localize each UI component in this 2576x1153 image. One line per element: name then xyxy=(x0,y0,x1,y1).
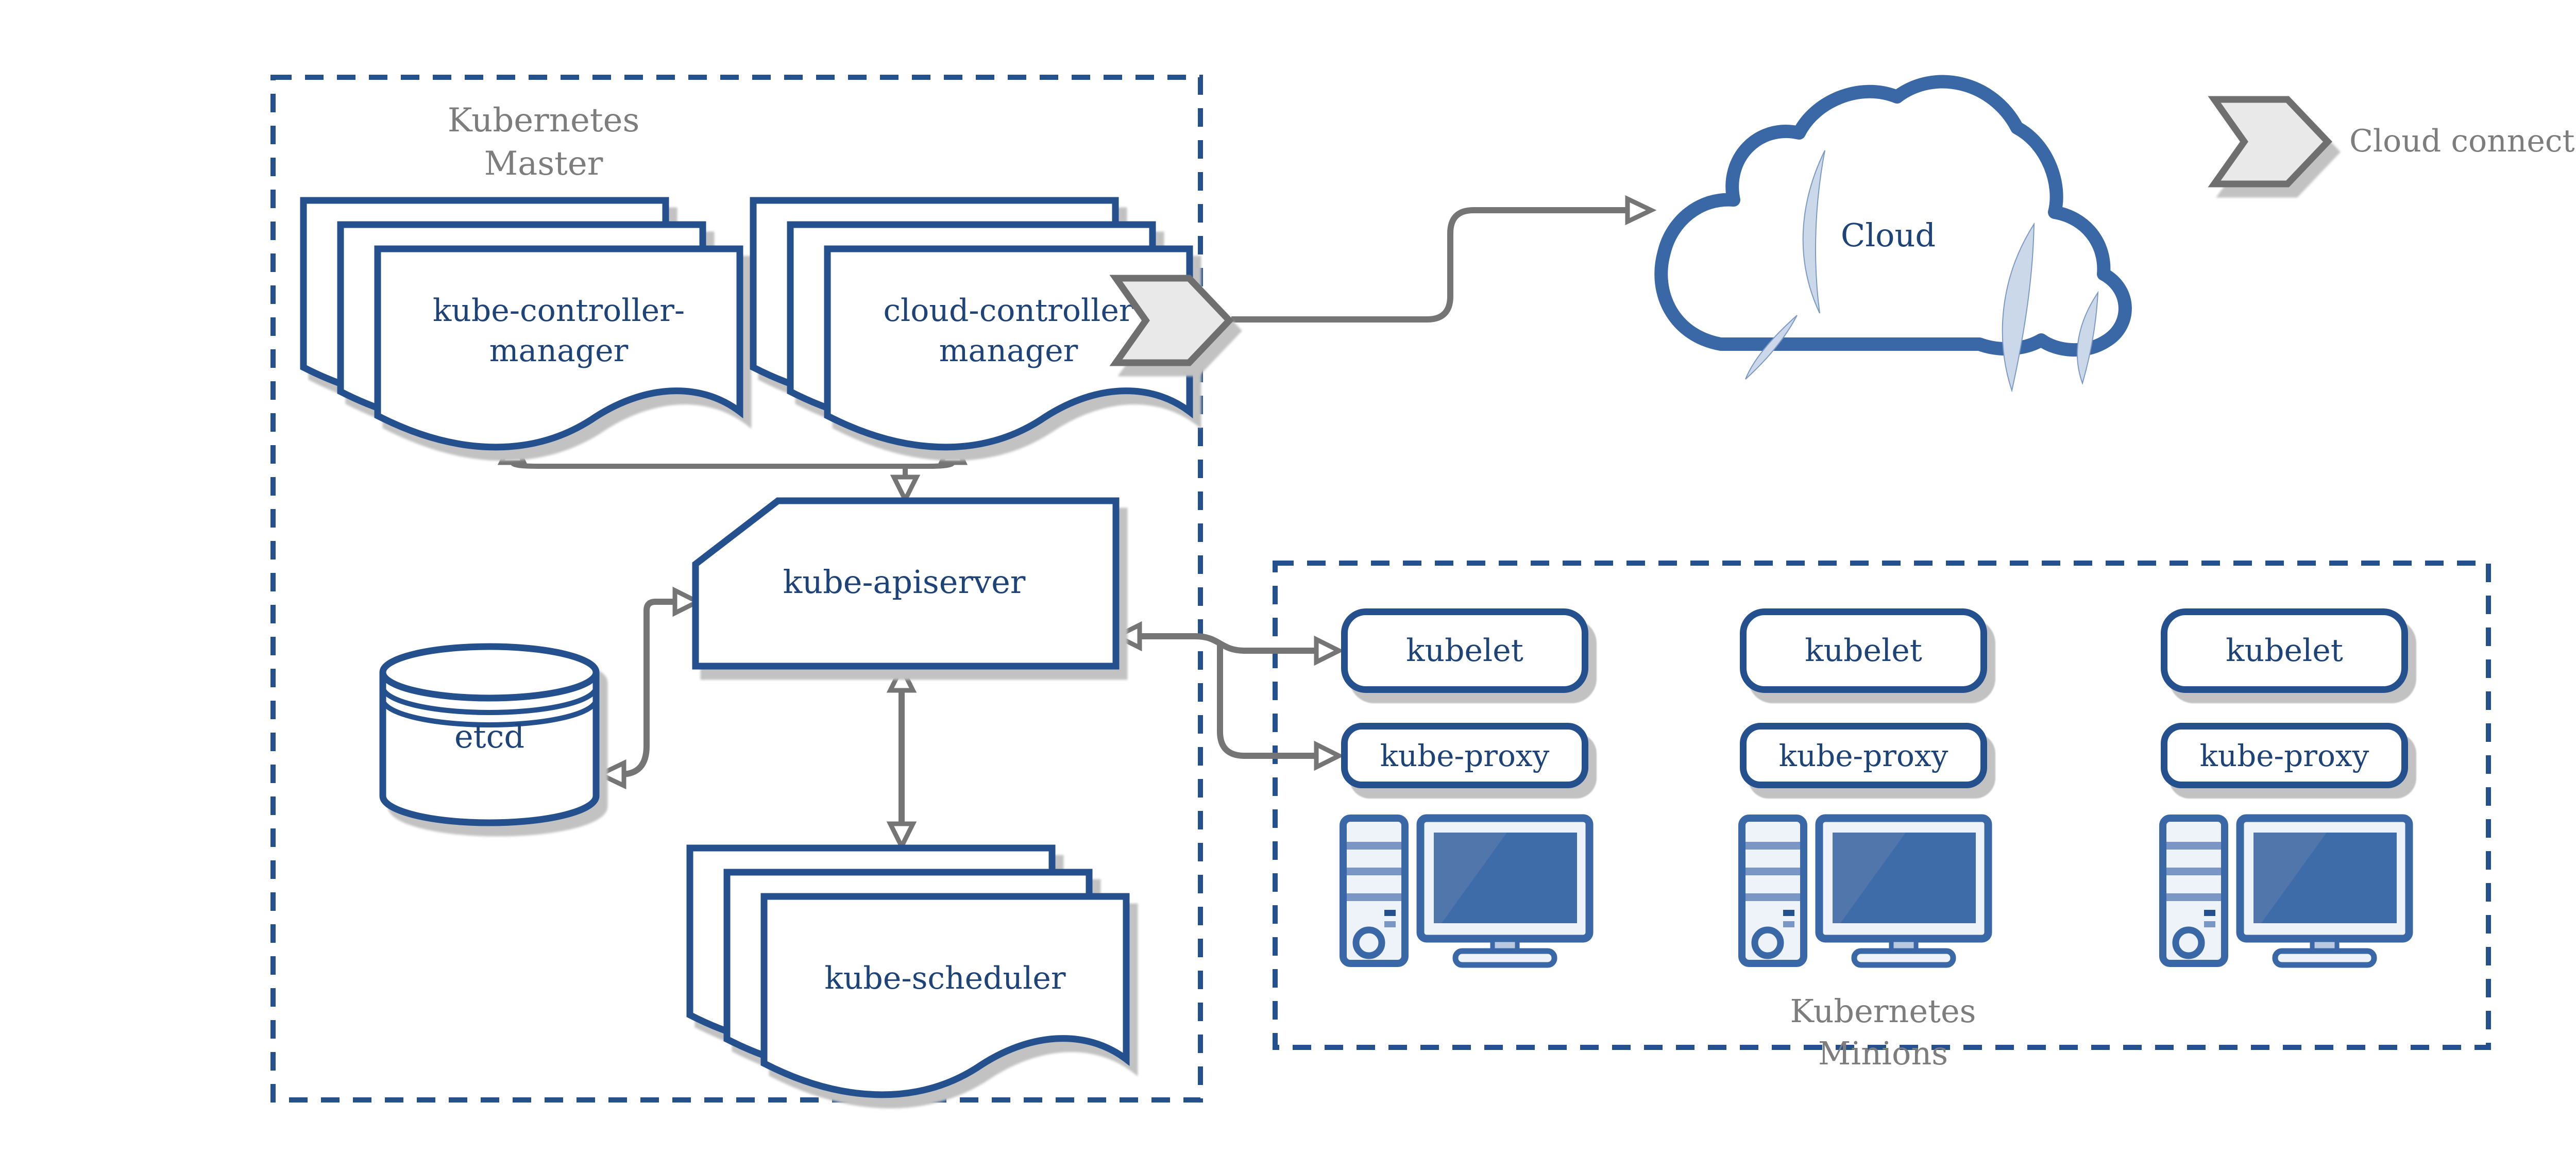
cloud-connector-icon xyxy=(1112,274,1235,367)
cloud-label: Cloud xyxy=(1840,216,1936,254)
cloud-controller-manager-line2: manager xyxy=(939,333,1078,369)
kube-controller-manager-line2: manager xyxy=(489,333,629,369)
arrowhead-up-kube-controller xyxy=(497,433,528,465)
kube-proxy-label: kube-proxy xyxy=(2199,738,2369,773)
cloud-controller-manager-label: cloud-controller manager xyxy=(824,246,1193,416)
arrow-apiserver-kubelet xyxy=(1141,633,1315,654)
computer-icon xyxy=(1736,813,1993,968)
arrowhead-right-kubeproxy xyxy=(1314,740,1345,771)
arrow-controllers-apiserver xyxy=(510,461,955,469)
arrowhead-right-apiserver-left xyxy=(672,586,703,617)
arrowheads xyxy=(497,195,1657,852)
kube-proxy-box: kube-proxy xyxy=(1740,723,1987,788)
minions-label: Kubernetes Minions xyxy=(1677,990,2089,1075)
kube-proxy-label: kube-proxy xyxy=(1380,738,1550,773)
kubelet-box: kubelet xyxy=(1341,608,1588,693)
arrow-apiserver-kubeproxy xyxy=(1217,645,1315,759)
kube-scheduler-label: kube-scheduler xyxy=(824,960,1066,996)
minions-label-line2: Minions xyxy=(1818,1034,1948,1072)
cloud-icon xyxy=(1654,75,2132,393)
arrowhead-up-cloud-controller xyxy=(937,433,968,465)
arrowhead-right-kubelet xyxy=(1314,635,1345,666)
computer-icon xyxy=(1337,813,1595,968)
minions-label-line1: Kubernetes xyxy=(1790,992,1976,1030)
database-cylinder-icon xyxy=(379,643,600,826)
kube-proxy-label: kube-proxy xyxy=(1778,738,1948,773)
arrowhead-left-etcd xyxy=(595,759,626,790)
kube-proxy-box: kube-proxy xyxy=(2161,723,2408,788)
kubelet-label: kubelet xyxy=(1805,633,1922,669)
arrowhead-right-cloud xyxy=(1625,195,1657,226)
kube-proxy-box: kube-proxy xyxy=(1341,723,1588,788)
kube-controller-manager-label: kube-controller- manager xyxy=(375,246,743,416)
kubelet-label: kubelet xyxy=(2226,633,2343,669)
master-label: Kubernetes Master xyxy=(337,99,750,186)
arrowhead-down-scheduler xyxy=(886,821,917,852)
arrowhead-up-apiserver-bottom xyxy=(886,662,917,693)
kubelet-box: kubelet xyxy=(1740,608,1987,693)
arrow-connector-to-cloud xyxy=(1231,207,1625,323)
master-label-line2: Master xyxy=(484,145,603,183)
arrow-apiserver-etcd xyxy=(618,599,675,777)
arrowhead-left-apiserver-right xyxy=(1111,621,1142,652)
cloud-crescents xyxy=(1745,150,2099,393)
kube-controller-manager-line1: kube-controller- xyxy=(432,293,685,329)
kubernetes-minions-box xyxy=(1273,561,2491,1050)
kubernetes-master-box xyxy=(270,75,1203,1103)
etcd-label: etcd xyxy=(454,717,525,755)
kube-apiserver-label: kube-apiserver xyxy=(783,563,1026,601)
master-label-line1: Kubernetes xyxy=(447,101,640,140)
computer-icon xyxy=(2157,813,2414,968)
cloud-connector-icon xyxy=(2210,95,2334,188)
kubelet-label: kubelet xyxy=(1406,633,1523,669)
cloud-controller-manager-line1: cloud-controller xyxy=(883,293,1134,329)
kubelet-box: kubelet xyxy=(2161,608,2408,693)
kube-apiserver-shape xyxy=(692,497,1120,670)
legend-cloud-connector-label: Cloud connector xyxy=(2349,123,2576,159)
arrowhead-down-apiserver-top xyxy=(890,474,921,505)
